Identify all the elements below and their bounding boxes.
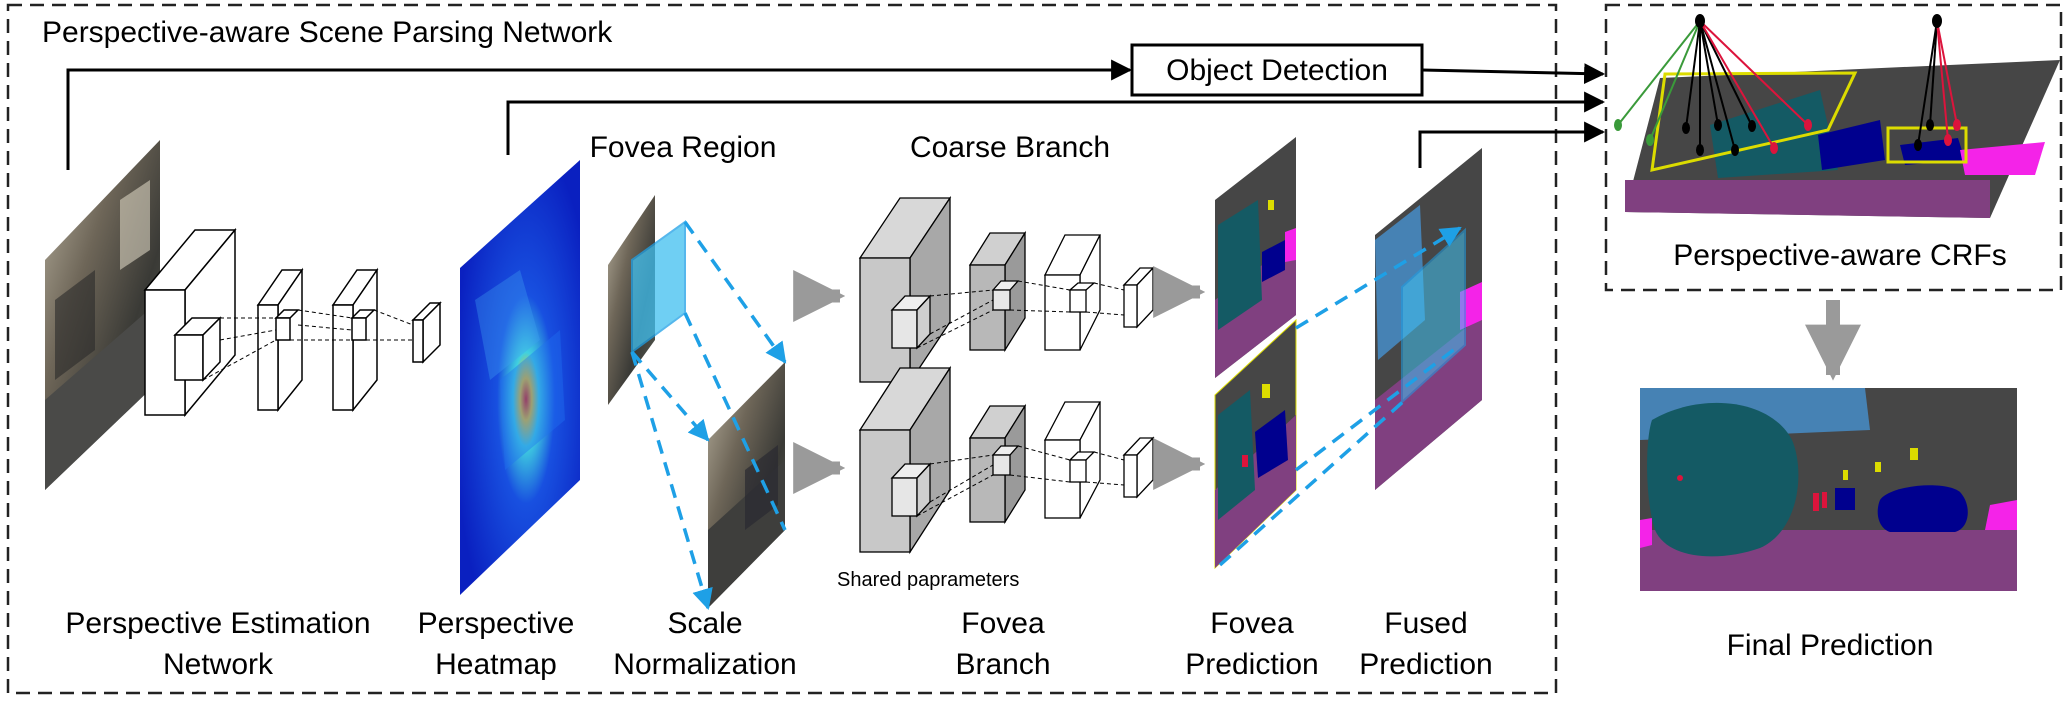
final-prediction-label: Final Prediction xyxy=(1727,629,1934,662)
scale-normalization-image xyxy=(708,362,785,608)
fovea-pred-label-line2: Prediction xyxy=(1185,648,1318,681)
object-detection-label: Object Detection xyxy=(1166,54,1388,87)
fovea-pred-label-line1: Fovea xyxy=(1210,607,1294,640)
final-prediction-image xyxy=(1640,388,2017,591)
scale-label-line1: Scale xyxy=(667,607,742,640)
crf-frame xyxy=(1604,3,2063,292)
fovea-prediction-image xyxy=(1214,318,1297,570)
crf-label: Perspective-aware CRFs xyxy=(1673,239,2006,272)
bottom-labels: Perspective Estimation Network Perspecti… xyxy=(65,607,1492,681)
diagram-title: Perspective-aware Scene Parsing Network xyxy=(42,16,613,49)
crf-graph-edges xyxy=(1617,20,1958,151)
arrow-fused-to-crf xyxy=(1418,121,1606,168)
arrow-input-to-detection xyxy=(66,59,1133,170)
crf-graph-nodes xyxy=(1614,14,1961,156)
estimation-label-line2: Network xyxy=(163,648,274,681)
fused-prediction-image xyxy=(1375,148,1482,490)
branch-input-arrows xyxy=(793,270,846,494)
estimation-network xyxy=(143,227,442,418)
fovea-region-label: Fovea Region xyxy=(590,131,777,164)
fused-label-line2: Prediction xyxy=(1359,648,1492,681)
fused-label-line1: Fused xyxy=(1384,607,1467,640)
coarse-prediction-image xyxy=(1215,137,1296,378)
perspective-heatmap xyxy=(460,160,580,595)
heatmap-label-line1: Perspective xyxy=(418,607,575,640)
arrow-detection-to-crf xyxy=(1421,63,1606,85)
fovea-branch xyxy=(858,365,1155,555)
prediction-arrows xyxy=(1153,266,1206,490)
scale-arrows xyxy=(630,220,787,611)
heatmap-label-line2: Heatmap xyxy=(435,648,557,681)
arrow-heatmap-to-crf xyxy=(506,91,1606,155)
main-network-frame xyxy=(6,3,1558,695)
coarse-dashed-links xyxy=(916,280,1125,349)
crf-scene-image xyxy=(1625,60,2060,218)
fovea-branch-label-line1: Fovea xyxy=(961,607,1045,640)
fovea-dashed-links xyxy=(916,445,1125,517)
coarse-branch xyxy=(858,195,1155,385)
fused-dashed-arrows xyxy=(1218,226,1462,567)
estimation-label-line1: Perspective Estimation xyxy=(65,607,370,640)
input-image xyxy=(45,140,160,490)
fovea-branch-label-line2: Branch xyxy=(955,648,1050,681)
shared-params-label: Shared paprameters xyxy=(837,569,1019,591)
coarse-branch-label: Coarse Branch xyxy=(910,131,1110,164)
scale-label-line2: Normalization xyxy=(613,648,796,681)
fovea-region-image xyxy=(608,195,686,405)
estimation-dashed-links xyxy=(202,309,414,381)
